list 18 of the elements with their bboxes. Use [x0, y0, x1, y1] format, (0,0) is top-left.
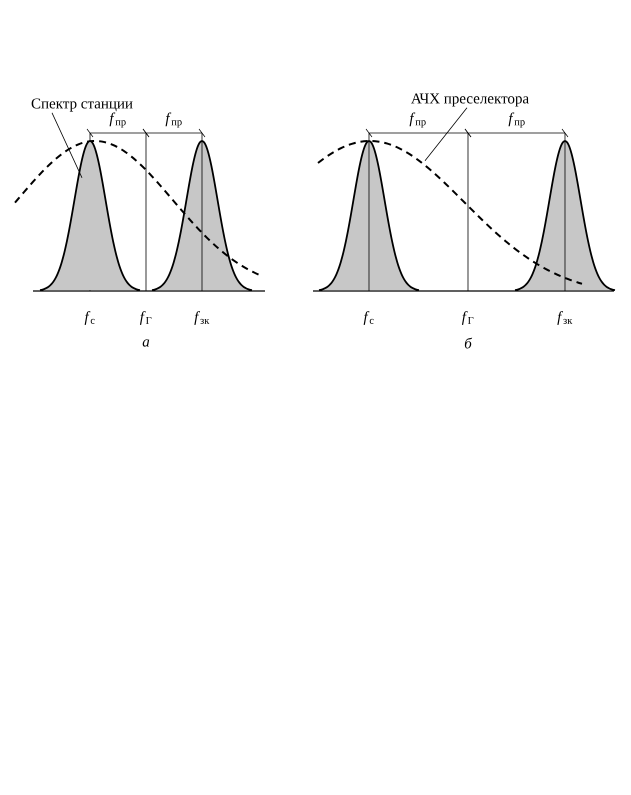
leader-line — [424, 107, 468, 162]
response-curve — [317, 140, 582, 285]
spectrum-peak — [39, 140, 141, 292]
frequency-label: f$_{пр}$ — [108, 112, 128, 128]
frequency-label: f$_{с}$ — [83, 310, 97, 326]
leader-line — [52, 112, 82, 178]
frequency-label: f$_{пр}$ — [507, 112, 527, 128]
panel-label: а — [142, 339, 150, 347]
frequency-label: f$_{зк}$ — [193, 310, 211, 326]
caption-text: Спектр станции — [32, 98, 133, 112]
frequency-label: f$_{пр}$ — [164, 112, 184, 128]
frequency-label: f$_{Г}$ — [460, 310, 476, 326]
frequency-label: f$_{зк}$ — [556, 310, 574, 326]
caption-text: АЧХ преселектора — [411, 93, 529, 107]
frequency-label: f$_{Г}$ — [138, 310, 154, 326]
panel-label: б — [464, 338, 472, 348]
frequency-label: f$_{с}$ — [362, 310, 376, 326]
frequency-label: f$_{пр}$ — [408, 112, 428, 128]
